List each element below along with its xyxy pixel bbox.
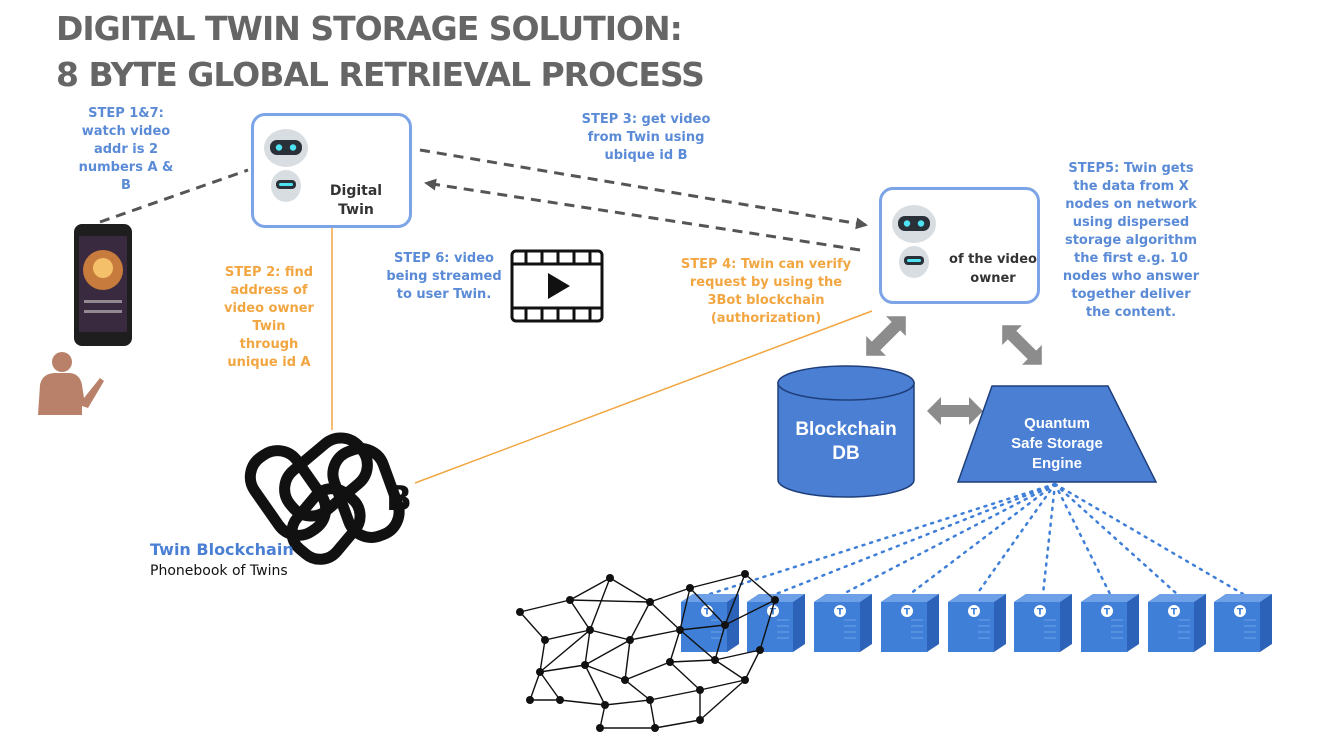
step6-stream-arrow: [424, 178, 861, 252]
step-6-note: STEP 6: video being streamed to user Twi…: [386, 251, 502, 302]
storage-node-icon: T: [1148, 594, 1206, 652]
mesh-network-icon: [516, 570, 779, 732]
node-badge-text: T: [704, 608, 711, 618]
step-3-note: STEP 3: get video from Twin using ubique…: [581, 112, 711, 163]
storage-engine-shape: [956, 385, 1158, 483]
storage-engine-label: Quantum Safe Storage Engine: [1011, 415, 1103, 472]
svg-text:B: B: [386, 479, 412, 519]
digital-twin-box[interactable]: Digital Twin: [251, 113, 412, 228]
chain-link-icon: B: [244, 432, 412, 565]
storage-node-icon: T: [1081, 594, 1139, 652]
person-icon: [38, 352, 104, 415]
twin-blockchain-title: Twin Blockchain: [150, 540, 294, 559]
blockchain-db-cylinder: [777, 365, 915, 498]
blockchain-db-label: Blockchain DB: [795, 419, 897, 464]
node-badge-text: T: [1171, 608, 1178, 618]
storage-node-icon: T: [747, 594, 805, 652]
storage-node-icon: T: [814, 594, 872, 652]
owner-twin-box[interactable]: of the video owner: [879, 187, 1040, 304]
storage-node-icon: T: [1014, 594, 1072, 652]
video-play-icon: [510, 249, 604, 323]
storage-fan-lines: [708, 482, 1245, 596]
robot-icon: [264, 129, 308, 202]
owner-engine-double-arrow: [1002, 325, 1042, 365]
node-badge-text: T: [971, 608, 978, 618]
digital-twin-label: Digital Twin: [329, 183, 383, 218]
node-badge-text: T: [1037, 608, 1044, 618]
node-badge-text: T: [837, 608, 844, 618]
step-1-7-note: STEP 1&7: watch video addr is 2 numbers …: [78, 106, 174, 193]
owner-twin-label: of the video owner: [949, 252, 1037, 286]
title-line-2: 8 BYTE GLOBAL RETRIEVAL PROCESS: [56, 55, 705, 94]
step-4-note: STEP 4: Twin can verify request by using…: [680, 257, 852, 326]
db-engine-double-arrow: [927, 397, 983, 425]
node-badge-text: T: [1104, 608, 1111, 618]
phone-icon: [74, 224, 132, 346]
storage-node-icon: T: [1214, 594, 1272, 652]
storage-node-icon: T: [681, 594, 739, 652]
title-line-1: DIGITAL TWIN STORAGE SOLUTION:: [56, 9, 683, 48]
node-badge-text: T: [904, 608, 911, 618]
twin-blockchain-subtitle: Phonebook of Twins: [150, 563, 288, 579]
step3-request-arrow: [419, 148, 868, 230]
blockchain-to-owner-line: [414, 310, 873, 484]
phone-to-twin-connector: [99, 168, 249, 224]
page-title: DIGITAL TWIN STORAGE SOLUTION: 8 BYTE GL…: [56, 6, 705, 98]
node-badge-text: T: [770, 608, 777, 618]
owner-db-double-arrow: [866, 316, 906, 356]
step-2-note: STEP 2: find address of video owner Twin…: [224, 265, 314, 370]
step-5-note: STEP5: Twin gets the data from X nodes o…: [1062, 161, 1200, 320]
storage-node-icon: T: [948, 594, 1006, 652]
storage-node-icon: T: [881, 594, 939, 652]
node-badge-text: T: [1237, 608, 1244, 618]
robot-icon: [892, 205, 936, 278]
